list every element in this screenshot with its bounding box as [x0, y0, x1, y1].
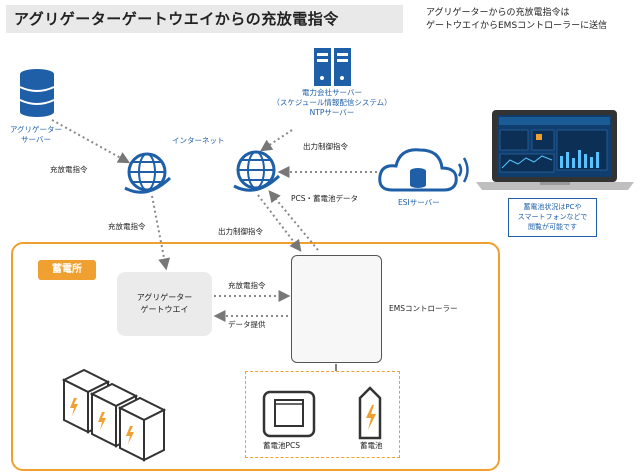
aggregator-server-label: アグリゲーター サーバー	[4, 125, 68, 145]
esi-server-label: ESIサーバー	[398, 198, 440, 207]
laptop-icon	[476, 110, 634, 190]
ems-controller-label: EMSコントローラー	[389, 304, 458, 313]
storage-station-frame	[11, 242, 500, 471]
info-box: 蓄電池状況はPCや スマートフォンなどで 閲覧が可能です	[508, 198, 597, 237]
power-server-label-line2: （スケジュール情報配信システム）	[272, 98, 392, 107]
battery-container-stack-icon	[61, 368, 167, 462]
battery-label: 蓄電池	[360, 441, 383, 450]
battery-icon	[358, 386, 382, 440]
info-box-line1: 蓄電池状況はPCや	[523, 203, 582, 211]
edge-label-charge-cmd-2: 充放電指令	[108, 222, 146, 231]
power-server-label-line1: 電力会社サーバー	[302, 88, 362, 97]
info-box-line2: スマートフォンなどで	[517, 213, 588, 221]
database-icon	[19, 69, 55, 117]
header-note-line2: ゲートウエイからEMSコントローラーに送信	[426, 21, 608, 31]
edge-globe-gateway	[151, 195, 171, 271]
gateway-label-line2: ゲートウエイ	[140, 305, 189, 314]
internet-label: インターネット	[172, 136, 225, 145]
info-box-line3: 閲覧が可能です	[528, 223, 577, 231]
power-server-label-line3: NTPサーバー	[309, 108, 355, 117]
aggregator-server-label-line2: サーバー	[21, 135, 51, 144]
edge-label-charge-cmd-1: 充放電指令	[50, 165, 88, 174]
aggregator-gateway-box: アグリゲーター ゲートウエイ	[117, 272, 212, 336]
internet-globe-icon-left	[124, 152, 172, 194]
header-note-line1: アグリゲーターからの充放電指令は	[426, 8, 570, 18]
server-tower-icon	[314, 48, 351, 86]
title-background	[6, 5, 403, 33]
edge-label-data-provide: データ提供	[228, 320, 266, 329]
page-title: アグリゲーターゲートウエイからの充放電指令	[14, 10, 339, 28]
edge-label-output-ctrl-1: 出力制御指令	[303, 142, 348, 151]
wireless-signal-icon	[457, 157, 469, 183]
gateway-label-line1: アグリゲーター	[136, 293, 193, 302]
edge-label-pcs-data: PCS・蓄電池データ	[291, 194, 359, 203]
power-server-label: 電力会社サーバー （スケジュール情報配信システム） NTPサーバー	[262, 88, 402, 118]
edge-power-globe	[260, 129, 293, 152]
pcs-label: 蓄電池PCS	[263, 441, 301, 450]
ems-controller-box	[291, 255, 382, 363]
edge-globe-ems-down	[257, 194, 302, 252]
cloud-database-icon	[378, 148, 458, 192]
pcs-icon	[262, 390, 316, 438]
header-note: アグリゲーターからの充放電指令は ゲートウエイからEMSコントローラーに送信	[426, 7, 607, 33]
edge-label-output-ctrl-2: 出力制御指令	[218, 227, 263, 236]
edge-label-charge-cmd-3: 充放電指令	[228, 281, 266, 290]
aggregator-server-label-line1: アグリゲーター	[9, 125, 63, 134]
storage-station-tag: 蓄電所	[38, 260, 96, 280]
internet-globe-icon-center	[233, 150, 281, 192]
pcs-battery-group	[245, 371, 400, 458]
